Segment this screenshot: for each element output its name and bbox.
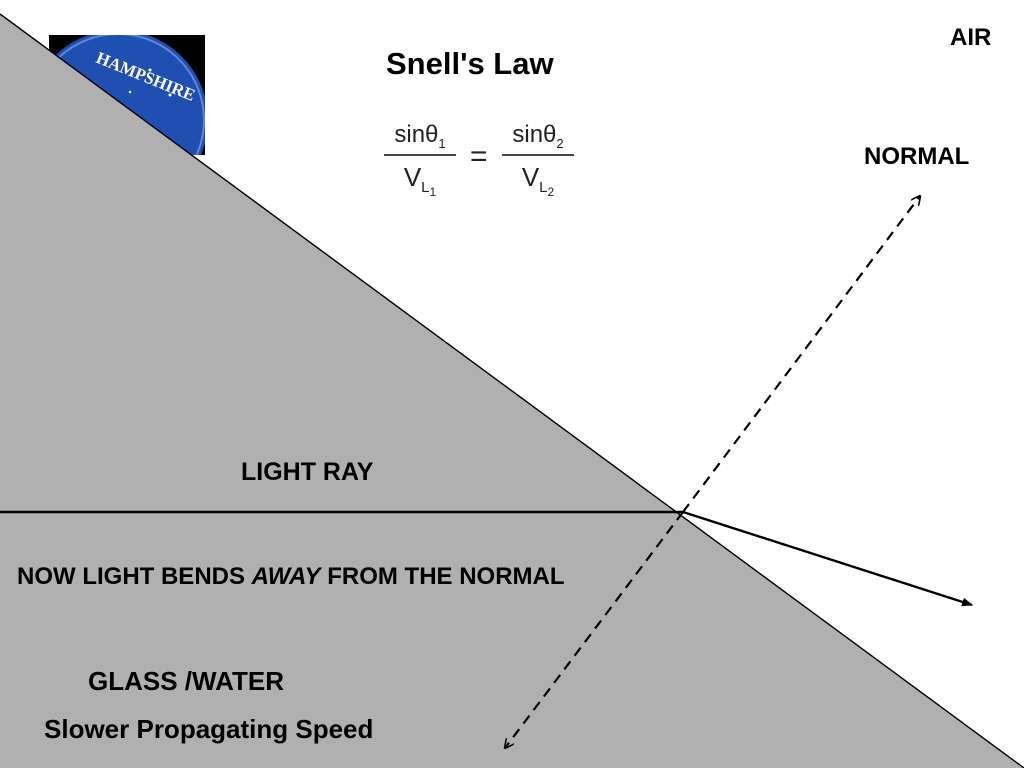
formula-left-fraction: sinθ1 VL1 bbox=[384, 118, 456, 200]
fraction-bar bbox=[384, 154, 456, 156]
bend-away-caption: NOW LIGHT BENDS AWAY FROM THE NORMAL bbox=[17, 563, 565, 591]
slide-title: Snell's Law bbox=[386, 46, 554, 81]
formula-denominator-1: VL1 bbox=[403, 162, 437, 200]
formula-right-fraction: sinθ2 VL2 bbox=[502, 118, 574, 200]
interface-surface-line bbox=[0, 13, 1024, 768]
normal-line-lower bbox=[505, 511, 684, 748]
logo-star-dot bbox=[168, 93, 172, 97]
logo-disc-edge bbox=[49, 35, 205, 155]
fraction-bar bbox=[502, 154, 574, 156]
formula-denominator-2: VL2 bbox=[521, 162, 555, 200]
logo-star-dot bbox=[128, 90, 132, 94]
air-label: AIR bbox=[950, 24, 992, 51]
formula-numerator-1: sinθ1 bbox=[394, 121, 446, 151]
light-ray-label: LIGHT RAY bbox=[241, 458, 374, 486]
bend-caption-prefix: NOW LIGHT BENDS bbox=[17, 563, 252, 590]
bend-caption-suffix: FROM THE NORMAL bbox=[320, 563, 565, 590]
slower-speed-label: Slower Propagating Speed bbox=[44, 714, 374, 744]
logo-star-dot bbox=[148, 68, 152, 72]
glass-water-label: GLASS /WATER bbox=[88, 666, 284, 696]
formula-equals-sign: = bbox=[470, 140, 488, 173]
refracted-light-ray bbox=[682, 510, 974, 607]
normal-line-upper bbox=[682, 196, 920, 513]
bend-caption-emphasis: AWAY bbox=[251, 563, 321, 590]
formula-numerator-2: sinθ2 bbox=[512, 121, 564, 151]
normal-label: NORMAL bbox=[864, 143, 970, 170]
